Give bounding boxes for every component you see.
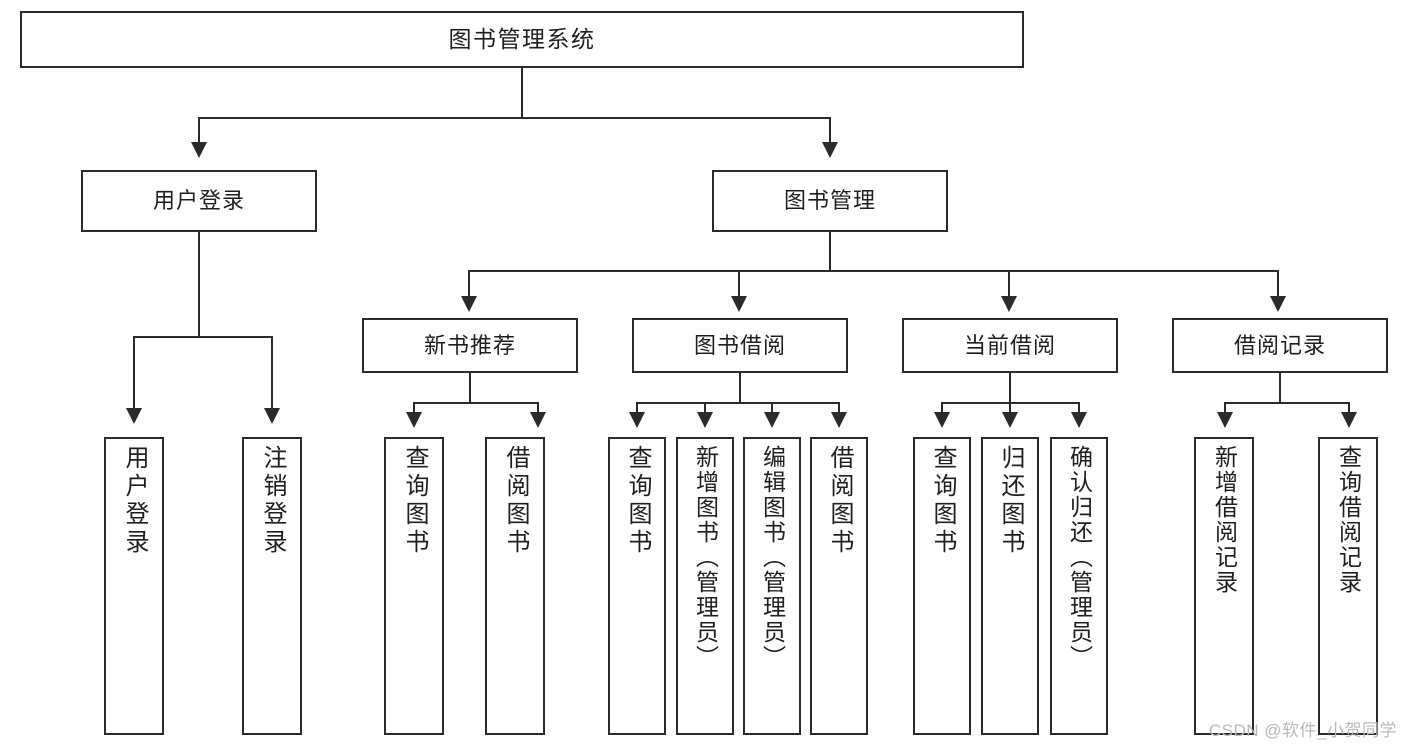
connector-user-login-split-bar — [133, 336, 273, 338]
node-label: 新书推荐 — [423, 332, 516, 358]
node-label: 查询图书 — [401, 445, 428, 557]
connector-book-borrow-spine — [739, 373, 741, 404]
connector-current-borrow-branch-3 — [1078, 402, 1080, 414]
connector-root-to-book-manage — [829, 117, 831, 144]
leaf-query-book-current[interactable]: 查询图书 — [913, 437, 971, 735]
leaf-return-book[interactable]: 归还图书 — [981, 437, 1039, 735]
leaf-confirm-return-admin[interactable]: 确认归还（管理员） — [1050, 437, 1108, 735]
arrowhead-current-borrow-leaf-3 — [1071, 412, 1087, 428]
connector-root-to-user-login — [198, 117, 200, 144]
connector-book-manage-branch-4 — [1277, 270, 1279, 298]
leaf-add-book-admin[interactable]: 新增图书（管理员） — [676, 437, 734, 735]
arrowhead-to-book-manage — [822, 142, 838, 158]
arrowhead-new-book-rec-leaf-1 — [406, 412, 422, 428]
arrowhead-current-borrow-leaf-2 — [1002, 412, 1018, 428]
leaf-edit-book-admin[interactable]: 编辑图书（管理员） — [743, 437, 801, 735]
arrowhead-borrow-record-leaf-2 — [1341, 412, 1357, 428]
connector-book-borrow-branch-3 — [771, 402, 773, 414]
node-borrow-record[interactable]: 借阅记录 — [1172, 318, 1388, 373]
node-current-borrow[interactable]: 当前借阅 — [902, 318, 1118, 373]
node-user-login[interactable]: 用户登录 — [81, 170, 317, 232]
connector-book-manage-branch-1 — [468, 270, 470, 298]
node-label: 新增借阅记录 — [1211, 445, 1238, 595]
node-label: 借阅图书 — [826, 445, 853, 557]
arrowhead-current-borrow — [1001, 296, 1017, 312]
arrowhead-book-borrow — [731, 296, 747, 312]
node-label: 借阅记录 — [1233, 332, 1326, 358]
node-label: 查询借阅记录 — [1335, 445, 1362, 595]
connector-book-borrow-branch-1 — [636, 402, 638, 414]
connector-book-manage-branch-3 — [1008, 270, 1010, 298]
leaf-query-book-new-rec[interactable]: 查询图书 — [384, 437, 444, 735]
leaf-borrow-book-new-rec[interactable]: 借阅图书 — [485, 437, 545, 735]
node-label: 借阅图书 — [502, 445, 529, 557]
arrowhead-current-borrow-leaf-1 — [934, 412, 950, 428]
node-label: 图书借阅 — [693, 332, 786, 358]
node-label: 注销登录 — [259, 445, 286, 557]
connector-borrow-record-branch-2 — [1348, 402, 1350, 414]
leaf-borrow-book[interactable]: 借阅图书 — [810, 437, 868, 735]
connector-user-login-branch-2 — [271, 336, 273, 410]
connector-borrow-record-branch-1 — [1224, 402, 1226, 414]
connector-book-borrow-branch-2 — [704, 402, 706, 414]
connector-user-login-spine — [198, 232, 200, 338]
connector-new-book-rec-spine — [469, 373, 471, 404]
node-label: 查询图书 — [929, 445, 956, 557]
arrowhead-borrow-record-leaf-1 — [1217, 412, 1233, 428]
connector-borrow-record-spine — [1279, 373, 1281, 404]
connector-book-manage-spine — [829, 232, 831, 272]
node-label: 查询图书 — [624, 445, 651, 557]
connector-new-book-rec-branch-1 — [413, 402, 415, 414]
arrowhead-user-login-leaf-1 — [126, 408, 142, 424]
leaf-query-borrow-record[interactable]: 查询借阅记录 — [1318, 437, 1378, 735]
connector-new-book-rec-branch-2 — [537, 402, 539, 414]
leaf-query-book-borrow[interactable]: 查询图书 — [608, 437, 666, 735]
leaf-logout-login[interactable]: 注销登录 — [242, 437, 302, 735]
csdn-watermark: CSDN @软件_小贺同学 — [1208, 721, 1397, 740]
arrowhead-user-login-leaf-2 — [264, 408, 280, 424]
connector-root-split-bar — [198, 117, 831, 119]
arrowhead-book-borrow-leaf-3 — [764, 412, 780, 428]
connector-book-manage-split-bar — [468, 270, 1279, 272]
connector-book-manage-branch-2 — [738, 270, 740, 298]
connector-user-login-branch-1 — [133, 336, 135, 410]
node-label: 新增图书（管理员） — [692, 445, 719, 670]
node-label: 图书管理系统 — [448, 25, 596, 52]
connector-borrow-record-split-bar — [1224, 402, 1350, 404]
connector-current-borrow-branch-1 — [941, 402, 943, 414]
leaf-user-login[interactable]: 用户登录 — [104, 437, 164, 735]
node-label: 用户登录 — [121, 445, 148, 557]
arrowhead-book-borrow-leaf-1 — [629, 412, 645, 428]
arrowhead-new-book-rec — [461, 296, 477, 312]
node-label: 确认归还（管理员） — [1066, 445, 1093, 670]
node-root-system[interactable]: 图书管理系统 — [20, 11, 1024, 68]
node-label: 归还图书 — [997, 445, 1024, 557]
node-label: 当前借阅 — [963, 332, 1056, 358]
node-book-manage[interactable]: 图书管理 — [712, 170, 948, 232]
node-label: 编辑图书（管理员） — [759, 445, 786, 670]
connector-book-borrow-split-bar — [636, 402, 840, 404]
connector-book-borrow-branch-4 — [838, 402, 840, 414]
node-new-book-recommend[interactable]: 新书推荐 — [362, 318, 578, 373]
arrowhead-borrow-record — [1270, 296, 1286, 312]
connector-new-book-rec-split-bar — [413, 402, 539, 404]
leaf-add-borrow-record[interactable]: 新增借阅记录 — [1194, 437, 1254, 735]
arrowhead-book-borrow-leaf-4 — [831, 412, 847, 428]
arrowhead-new-book-rec-leaf-2 — [530, 412, 546, 428]
connector-current-borrow-spine — [1009, 373, 1011, 404]
node-label: 用户登录 — [152, 188, 245, 214]
node-book-borrow[interactable]: 图书借阅 — [632, 318, 848, 373]
arrowhead-to-user-login — [191, 142, 207, 158]
arrowhead-book-borrow-leaf-2 — [697, 412, 713, 428]
connector-current-borrow-branch-2 — [1009, 402, 1011, 414]
connector-root-spine — [521, 68, 523, 118]
node-label: 图书管理 — [783, 188, 876, 214]
